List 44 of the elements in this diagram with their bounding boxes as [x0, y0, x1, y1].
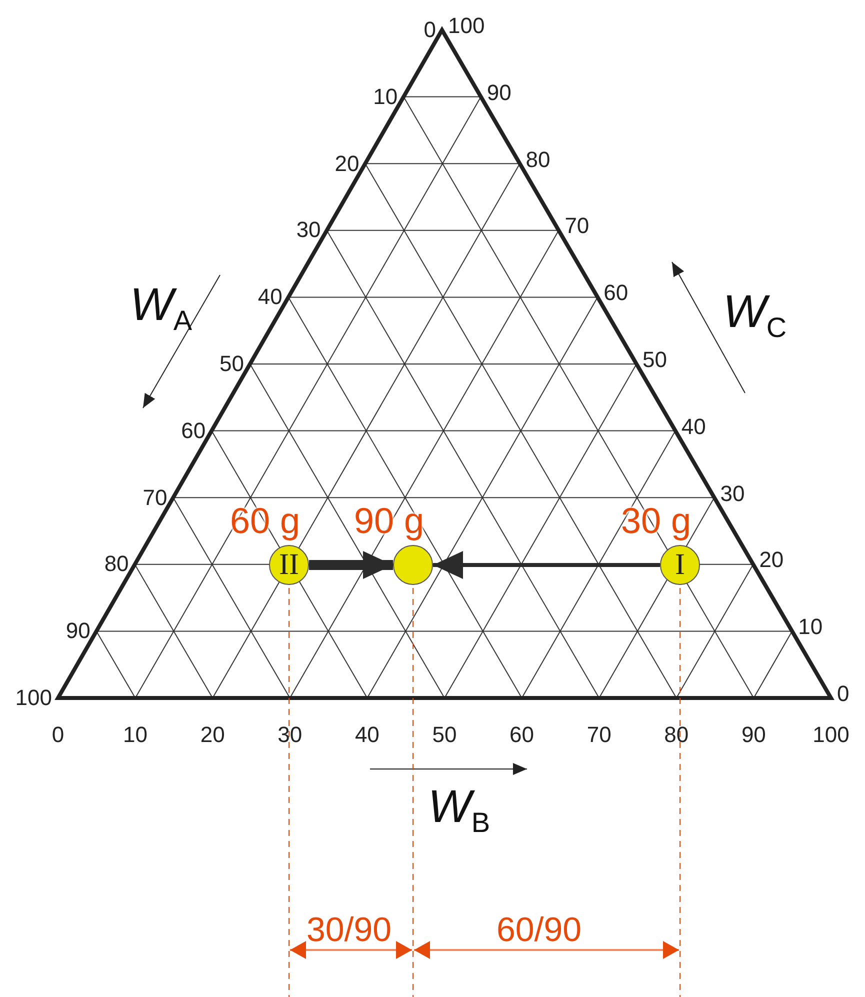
- axis-label: W$_{B}$: [428, 783, 490, 837]
- tick-label: 40: [681, 416, 706, 438]
- tick-label: 80: [664, 724, 689, 746]
- tick-label: 50: [432, 724, 457, 746]
- tick-label: 20: [200, 724, 225, 746]
- tick-label: 100: [448, 15, 485, 37]
- tick-label: 100: [812, 724, 850, 746]
- mixture-point-circle: II: [269, 545, 309, 585]
- fraction-label: 60/90: [496, 913, 582, 947]
- tick-label: 70: [586, 724, 612, 746]
- tick-label: 60: [510, 724, 534, 746]
- tick-label: 70: [564, 215, 590, 238]
- arrow: [433, 551, 660, 579]
- mixture-point-circle: [393, 545, 433, 585]
- tick-label: 60: [181, 420, 206, 442]
- tick-label: 80: [526, 148, 550, 171]
- tick-label: 30: [278, 724, 302, 746]
- tick-label: 50: [220, 353, 244, 375]
- mixture-point-circle: I: [660, 545, 700, 585]
- axis-label: W$_{C}$: [723, 288, 787, 342]
- tick-label: 50: [642, 349, 667, 371]
- tick-label: 30: [720, 482, 745, 505]
- tick-label: 60: [604, 282, 628, 304]
- tick-label: 90: [66, 620, 90, 642]
- axis-label: W$_{A}$: [130, 281, 192, 335]
- tick-label: 40: [258, 286, 282, 308]
- tick-label: 10: [798, 616, 823, 638]
- tick-label: 0: [837, 683, 850, 705]
- mass-label: 90 g: [354, 503, 424, 539]
- tick-label: 20: [334, 152, 360, 175]
- tick-label: 20: [759, 549, 784, 572]
- arrow: [309, 551, 393, 579]
- tick-label: 0: [52, 724, 64, 746]
- tick-label: 70: [142, 486, 168, 509]
- tick-label: 10: [123, 724, 148, 746]
- fraction-label: 30/90: [306, 913, 392, 947]
- tick-label: 30: [296, 219, 321, 242]
- tick-label: 0: [424, 19, 436, 41]
- tick-label: 90: [486, 82, 512, 104]
- tick-label: 100: [15, 687, 52, 709]
- tick-label: 90: [741, 724, 766, 746]
- tick-label: 80: [104, 553, 129, 576]
- tick-label: 10: [373, 86, 398, 108]
- tick-label: 40: [354, 724, 380, 746]
